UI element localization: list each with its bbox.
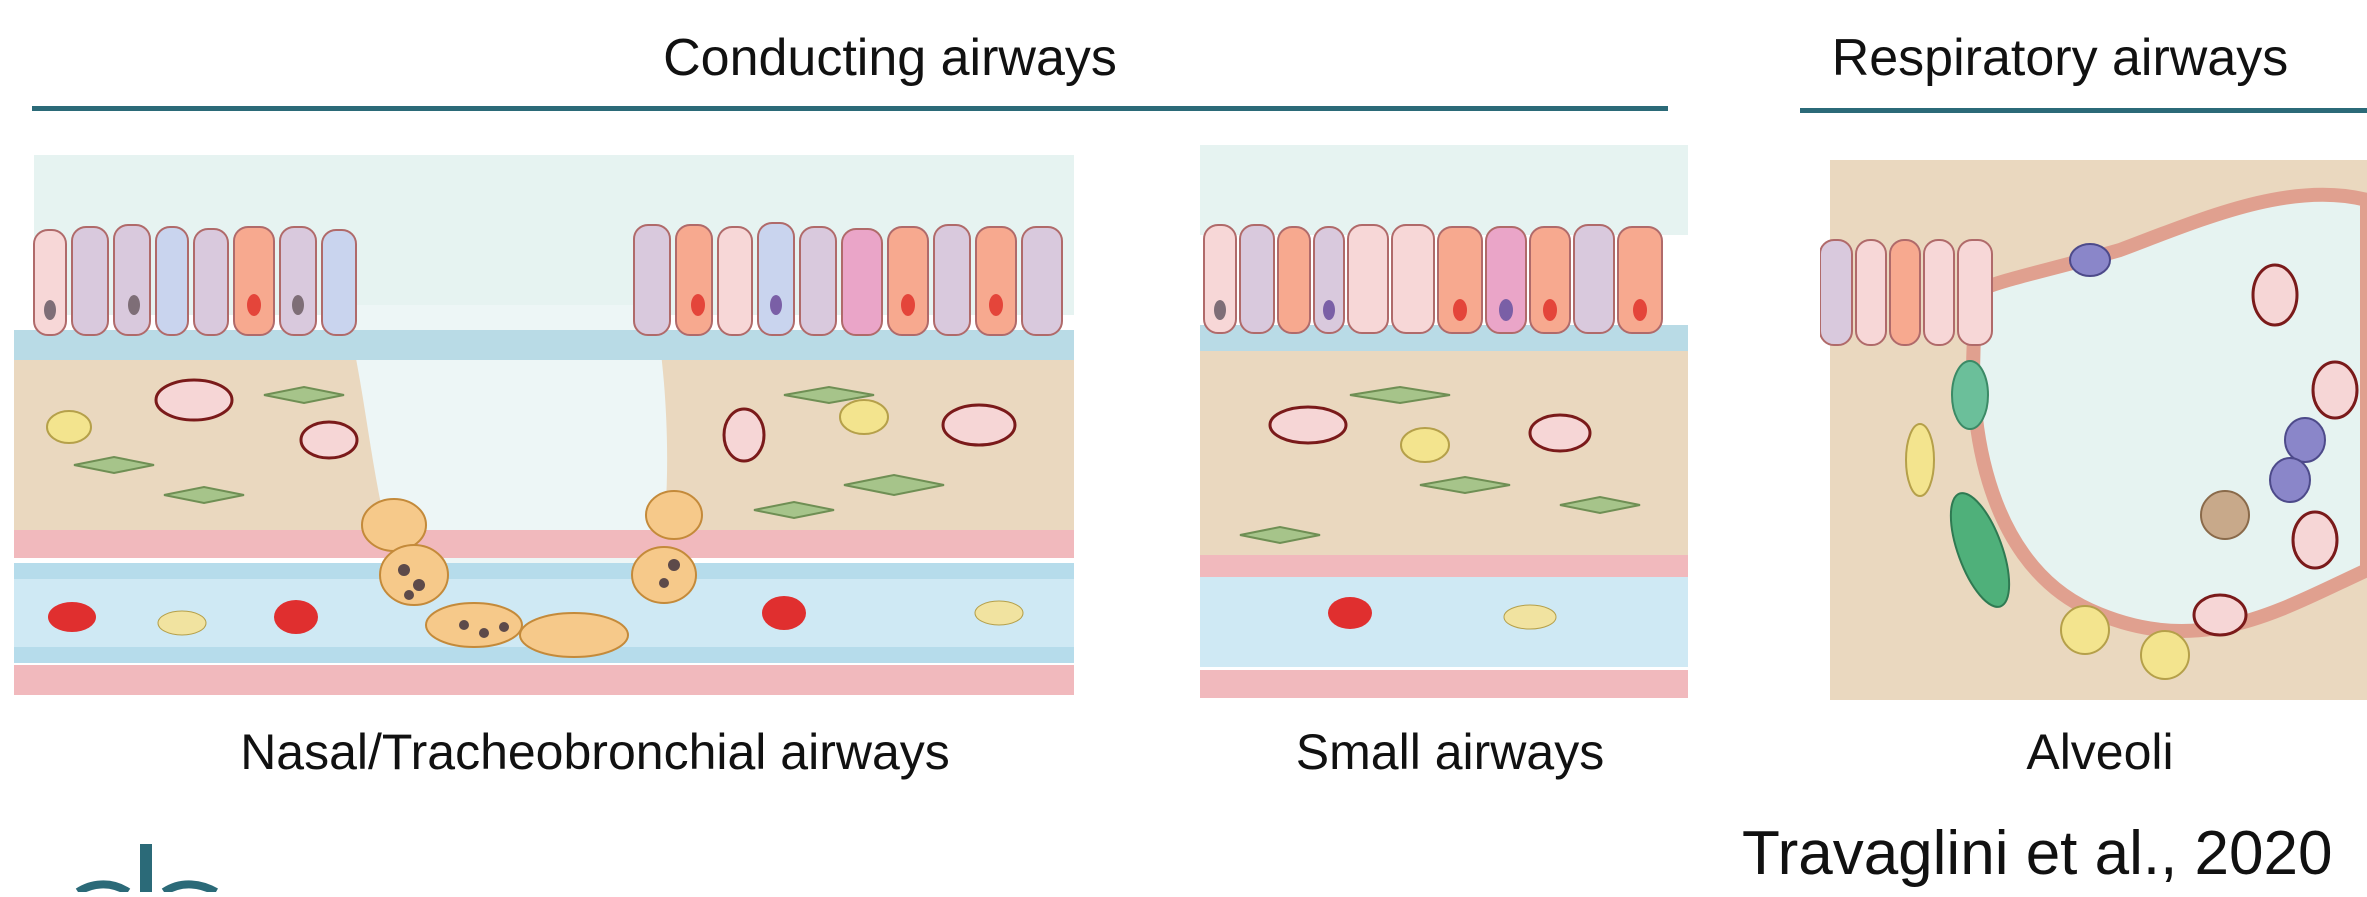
conducting-airways-rule (32, 106, 1668, 111)
respiratory-airways-header: Respiratory airways (1800, 28, 2320, 88)
small-airways-illustration (1200, 145, 1688, 705)
respiratory-airways-rule (1800, 108, 2367, 113)
nasal-epithelium-illustration (14, 155, 1074, 710)
lung-icon (70, 840, 230, 892)
small-airways-panel (1200, 145, 1688, 705)
alveoli-caption: Alveoli (1980, 723, 2220, 781)
conducting-airways-header: Conducting airways (560, 28, 1220, 88)
citation: Travaglini et al., 2020 (1742, 818, 2332, 889)
small-airways-caption: Small airways (1240, 723, 1660, 781)
alveoli-illustration (1820, 140, 2367, 705)
alveoli-panel (1820, 140, 2367, 705)
nasal-tracheobronchial-panel (14, 155, 1074, 710)
nasal-tracheobronchial-caption: Nasal/Tracheobronchial airways (180, 723, 1010, 781)
